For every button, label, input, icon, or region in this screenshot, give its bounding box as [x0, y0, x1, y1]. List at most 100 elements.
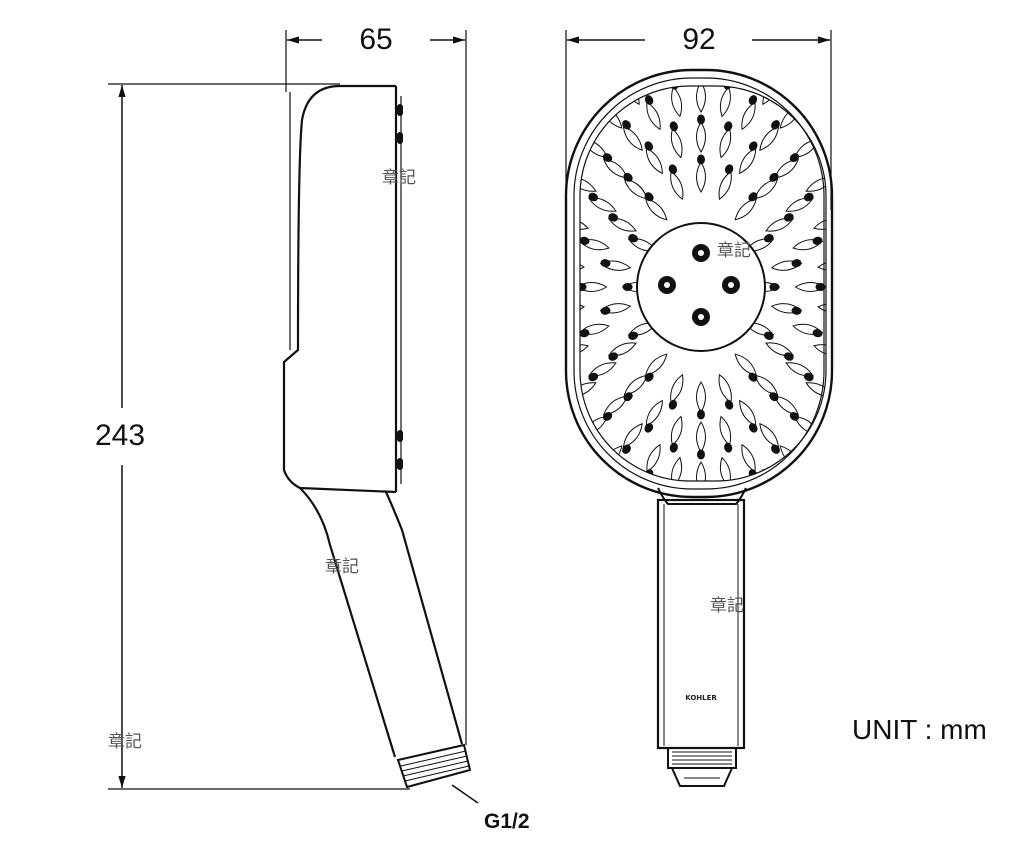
- spray-petal: [588, 197, 617, 212]
- spray-nozzle-dot: [558, 349, 570, 359]
- spray-petal: [759, 126, 780, 151]
- spray-petal: [734, 197, 758, 221]
- spray-petal: [645, 399, 663, 427]
- spray-nozzle-dot: [747, 512, 758, 524]
- spray-petal: [719, 456, 731, 481]
- spray-nozzle-dot: [620, 70, 632, 83]
- front-connector-thread: [667, 747, 737, 787]
- spray-nozzle-dot: [724, 442, 733, 453]
- spray-petal: [582, 415, 609, 436]
- spray-nozzle-dot: [588, 192, 599, 202]
- spray-petal: [696, 461, 706, 481]
- spray-nozzle-dot: [644, 423, 654, 433]
- spray-petal: [813, 218, 826, 230]
- spray-nozzle-dot: [722, 38, 732, 49]
- dimension-height: 243: [95, 83, 410, 790]
- spray-nozzle-dot: [554, 305, 565, 314]
- spray-petal: [671, 456, 683, 481]
- spray-petal: [622, 423, 643, 448]
- spray-petal: [765, 217, 795, 232]
- spray-nozzle-dot: [644, 469, 654, 479]
- spray-nozzle-dot: [838, 305, 849, 314]
- spray-nozzle-dot: [769, 283, 780, 291]
- watermark-stamp: 章記: [325, 557, 359, 577]
- spray-nozzle-dot: [791, 306, 802, 315]
- spray-petal: [580, 260, 586, 271]
- spray-nozzle-dot: [724, 164, 734, 175]
- watermark-stamp: 章記: [382, 168, 416, 188]
- spray-petal: [774, 158, 800, 179]
- spray-petal: [793, 415, 820, 436]
- spray-petal: [793, 138, 820, 159]
- spray-petal: [805, 177, 826, 192]
- spray-nozzle-dot: [697, 154, 705, 165]
- brand-logo: KOHLER: [685, 694, 717, 702]
- spray-nozzle-dot: [748, 141, 758, 151]
- spray-nozzle-dot: [628, 234, 639, 243]
- spray-nozzle-dot: [697, 449, 705, 460]
- watermark-stamp: 章記: [717, 241, 751, 261]
- spray-nozzle-dot: [770, 491, 782, 504]
- spray-nozzle-dot: [803, 192, 814, 202]
- spray-petal: [599, 260, 632, 271]
- spray-nozzle-dot: [832, 349, 844, 359]
- spray-petal: [580, 382, 597, 397]
- spray-petal: [719, 127, 732, 159]
- dimension-front-width: 92: [565, 23, 832, 210]
- spray-nozzle-dot: [812, 329, 823, 338]
- spray-petal: [644, 197, 668, 221]
- spray-petal: [580, 344, 589, 356]
- spray-petal: [774, 395, 800, 416]
- spray-nozzle-dot: [763, 234, 774, 243]
- spray-nozzle-dot: [644, 50, 655, 62]
- spray-petal: [762, 86, 780, 106]
- spray-nozzle-dot: [588, 372, 599, 382]
- spray-petal: [719, 86, 731, 118]
- spray-face-pattern: [554, 38, 849, 532]
- spray-nozzle-dot: [670, 86, 679, 90]
- spray-nozzle-dot: [724, 399, 734, 410]
- spray-nozzle-dot: [832, 214, 844, 224]
- watermark-stamp: 章記: [108, 732, 142, 752]
- spray-petal: [580, 218, 589, 230]
- spray-nozzle-dot: [838, 260, 849, 269]
- spray-petal: [696, 86, 706, 113]
- spray-nozzle-dot: [771, 444, 780, 454]
- spray-nozzle-dot: [600, 259, 611, 268]
- spray-petal: [696, 421, 706, 453]
- spray-petal: [765, 342, 795, 357]
- spray-petal: [644, 353, 668, 377]
- front-view: KOHLER: [554, 38, 849, 787]
- spray-petal: [759, 423, 780, 448]
- spray-nozzle-dot: [620, 491, 632, 504]
- spray-petal: [622, 126, 643, 151]
- spray-nozzle-dot: [791, 259, 802, 268]
- spray-petal: [607, 217, 637, 232]
- spray-nozzle-dot: [748, 469, 758, 479]
- spray-petal: [696, 381, 706, 413]
- spray-nozzle-dot: [622, 120, 631, 130]
- front-width-label: 92: [682, 23, 715, 56]
- spray-petal: [739, 147, 757, 175]
- spray-petal: [580, 303, 586, 314]
- spray-nozzle-dot: [622, 444, 631, 454]
- spray-petal: [588, 362, 617, 377]
- spray-petal: [623, 374, 648, 396]
- watermark-stamp: 章記: [710, 596, 744, 616]
- spray-nozzle-dot: [669, 442, 678, 453]
- spray-petal: [646, 86, 660, 88]
- unit-label: UNIT : mm: [852, 714, 987, 745]
- spray-petal: [671, 86, 683, 118]
- spray-nozzle-dot: [697, 75, 705, 85]
- spray-petal: [785, 362, 814, 377]
- spray-petal: [602, 158, 628, 179]
- spray-nozzle-dot: [580, 236, 590, 245]
- spray-nozzle-dot: [763, 331, 774, 340]
- spray-petal: [602, 395, 628, 416]
- spray-petal: [580, 177, 597, 192]
- spray-petal: [697, 502, 706, 532]
- spray-nozzle-dot: [644, 95, 654, 105]
- spray-nozzle-dot: [668, 399, 678, 410]
- spray-petal: [580, 282, 608, 292]
- spray-nozzle-dot: [608, 352, 619, 361]
